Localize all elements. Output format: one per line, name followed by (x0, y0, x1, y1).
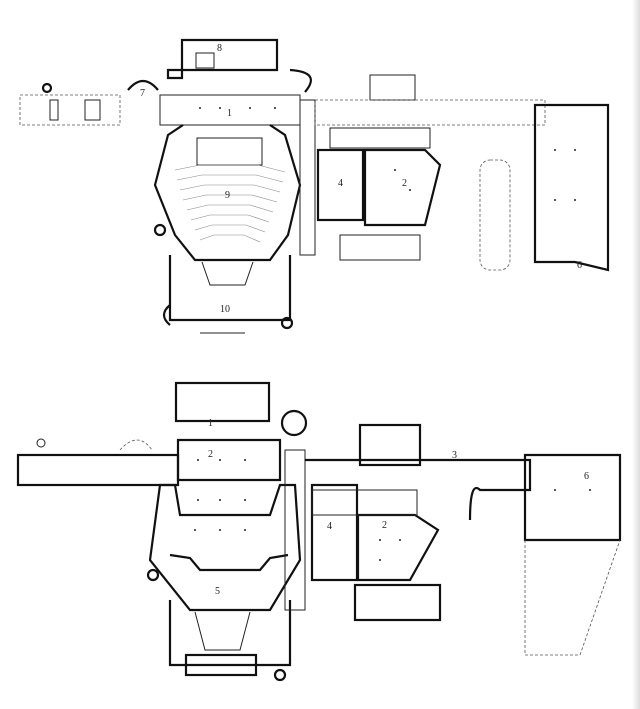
corridor (299, 99, 316, 256)
label-9: 9 (225, 190, 230, 201)
orchestra-seating (196, 137, 263, 166)
corridor (284, 449, 306, 611)
south-block (184, 653, 258, 677)
label-2: 2 (402, 178, 407, 189)
lower-rooms (339, 234, 421, 261)
upper-foyer-room (169, 553, 289, 572)
upper-floor-plan: 8 7 1 9 4 2 6 10 (19, 38, 610, 334)
hall-4 (316, 148, 365, 222)
label-3: 3 (452, 450, 457, 461)
north-rooms (358, 423, 422, 467)
service-rooms (311, 489, 418, 516)
room (195, 52, 215, 69)
stair (84, 99, 101, 121)
block-6 (523, 453, 622, 542)
lower-floor-plan: 1 2 3 6 4 2 5 (16, 381, 622, 682)
auditorium-9 (153, 124, 302, 262)
service-rooms (329, 127, 431, 149)
east-corridor (314, 99, 546, 126)
curved-room-7 (127, 79, 159, 91)
label-2: 2 (208, 449, 213, 460)
upper-room (369, 74, 416, 101)
stage (201, 261, 254, 286)
label-10: 10 (220, 304, 230, 315)
foyer (148, 483, 302, 612)
round-stair (146, 568, 160, 582)
label-2b: 2 (382, 520, 387, 531)
stair (49, 99, 59, 121)
hall-2 (363, 148, 442, 227)
corridor-3 (305, 458, 532, 521)
hall-4 (310, 483, 359, 582)
column-grid (194, 459, 591, 561)
round-room (280, 409, 308, 437)
round-stair (41, 82, 53, 94)
curved-stair (289, 68, 312, 93)
hall-2 (356, 513, 440, 582)
south-rooms (353, 583, 442, 622)
label-8: 8 (217, 43, 222, 54)
round-stair (36, 438, 46, 448)
label-7: 7 (140, 88, 145, 99)
page-edge-shadow (632, 0, 640, 709)
ramp (479, 159, 511, 271)
label-4: 4 (327, 521, 332, 532)
label-1: 1 (227, 108, 232, 119)
round-stair (153, 223, 167, 237)
seating-rows (174, 164, 286, 243)
block-5 (168, 600, 292, 667)
curved-canopy (119, 439, 153, 451)
hall-2-lobby (176, 438, 282, 482)
round-stair (162, 304, 171, 326)
block-10 (168, 255, 292, 322)
block-8 (166, 38, 279, 80)
stage-5 (194, 611, 251, 651)
label-6: 6 (577, 260, 582, 271)
west-wing (16, 453, 180, 487)
round-stair (273, 668, 287, 682)
outline-6 (524, 539, 621, 656)
label-6: 6 (584, 471, 589, 482)
round-stair (280, 316, 294, 330)
label-4: 4 (338, 178, 343, 189)
label-1: 1 (208, 418, 213, 429)
label-5: 5 (215, 586, 220, 597)
block-6 (533, 103, 610, 272)
west-entry-wing (19, 94, 121, 126)
block-1 (174, 381, 271, 423)
column-grid (199, 107, 576, 201)
